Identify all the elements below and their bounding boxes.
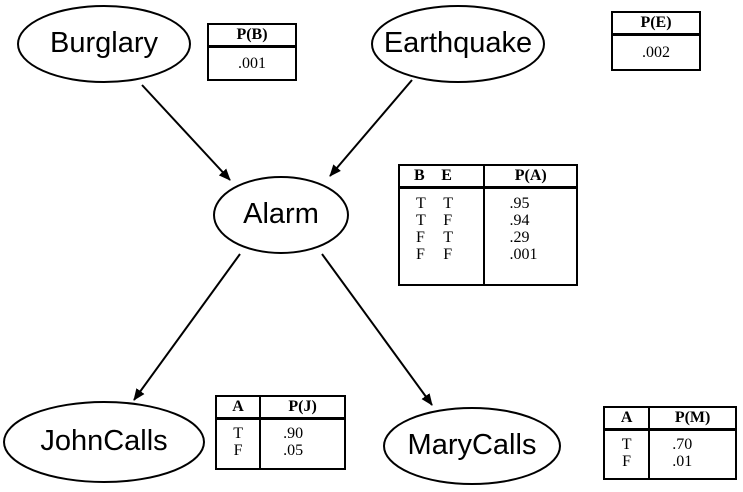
cpt-alarm-cell: F [416,246,425,263]
cpt-marycalls-cell: T [621,436,632,453]
johncalls-label: JohnCalls [40,425,168,457]
cpt-marycalls-header-pm: P(M) [648,408,735,431]
cpt-earthquake: P(E) .002 [611,11,701,71]
cpt-alarm-cell: .001 [509,246,538,263]
cpt-alarm-cell: T [416,212,426,229]
cpt-johncalls-header-a: A [217,397,261,420]
cpt-alarm-header-b: B [400,166,436,189]
burglary-label: Burglary [50,27,158,59]
edge-burglary-alarm [141,84,231,181]
cpt-earthquake-value: .002 [642,44,670,61]
cpt-johncalls-col-a: T F [217,419,260,469]
cpt-marycalls-col-a: T F [605,430,649,479]
cpt-alarm-cell: T [416,195,426,212]
alarm-label: Alarm [243,198,319,230]
cpt-alarm-col-b: T T F F [400,188,435,285]
cpt-earthquake-header: P(E) [613,13,699,36]
edge-earthquake-alarm [329,79,413,177]
cpt-alarm-cell: .95 [509,195,530,212]
cpt-johncalls-cell: .05 [283,442,304,459]
node-burglary [17,5,191,83]
cpt-johncalls-header-pj: P(J) [259,397,344,420]
cpt-marycalls-cell: .70 [672,436,693,453]
cpt-alarm-header-pa: P(A) [483,166,576,189]
cpt-burglary: P(B) .001 [207,23,297,81]
cpt-alarm-cell: .29 [509,229,530,246]
cpt-alarm-header-e: E [435,166,485,189]
cpt-alarm-cell: F [443,246,453,263]
marycalls-label: MaryCalls [407,429,537,461]
cpt-alarm-cell: T [443,195,453,212]
cpt-marycalls: A P(M) T F .70 .01 [603,406,737,480]
cpt-johncalls-col-pj: .90 .05 [259,418,344,468]
cpt-marycalls-col-pm: .70 .01 [648,429,735,478]
cpt-johncalls-cell: .90 [283,425,304,442]
edge-alarm-johncalls [133,253,241,401]
cpt-johncalls: A P(J) T F .90 .05 [215,395,346,470]
earthquake-label: Earthquake [383,27,533,59]
cpt-johncalls-cell: T [233,425,243,442]
cpt-johncalls-cell: F [233,442,243,459]
node-earthquake [371,5,545,83]
cpt-alarm: B E P(A) T T F F T F T F .95 .94 .29 .00… [398,164,578,286]
node-johncalls [3,401,205,483]
edge-alarm-marycalls [321,253,433,406]
cpt-marycalls-header-a: A [605,408,650,431]
node-marycalls [383,407,561,485]
cpt-alarm-cell: T [443,229,453,246]
cpt-marycalls-cell: .01 [672,453,693,470]
cpt-burglary-header: P(B) [209,25,295,48]
cpt-alarm-cell: F [443,212,453,229]
node-alarm [213,176,349,254]
cpt-burglary-value: .001 [238,55,266,72]
cpt-marycalls-cell: F [622,453,632,470]
cpt-alarm-cell: F [416,229,425,246]
cpt-alarm-col-pa: .95 .94 .29 .001 [483,187,576,284]
cpt-alarm-col-e: T F T F [435,188,484,285]
cpt-alarm-cell: .94 [509,212,530,229]
